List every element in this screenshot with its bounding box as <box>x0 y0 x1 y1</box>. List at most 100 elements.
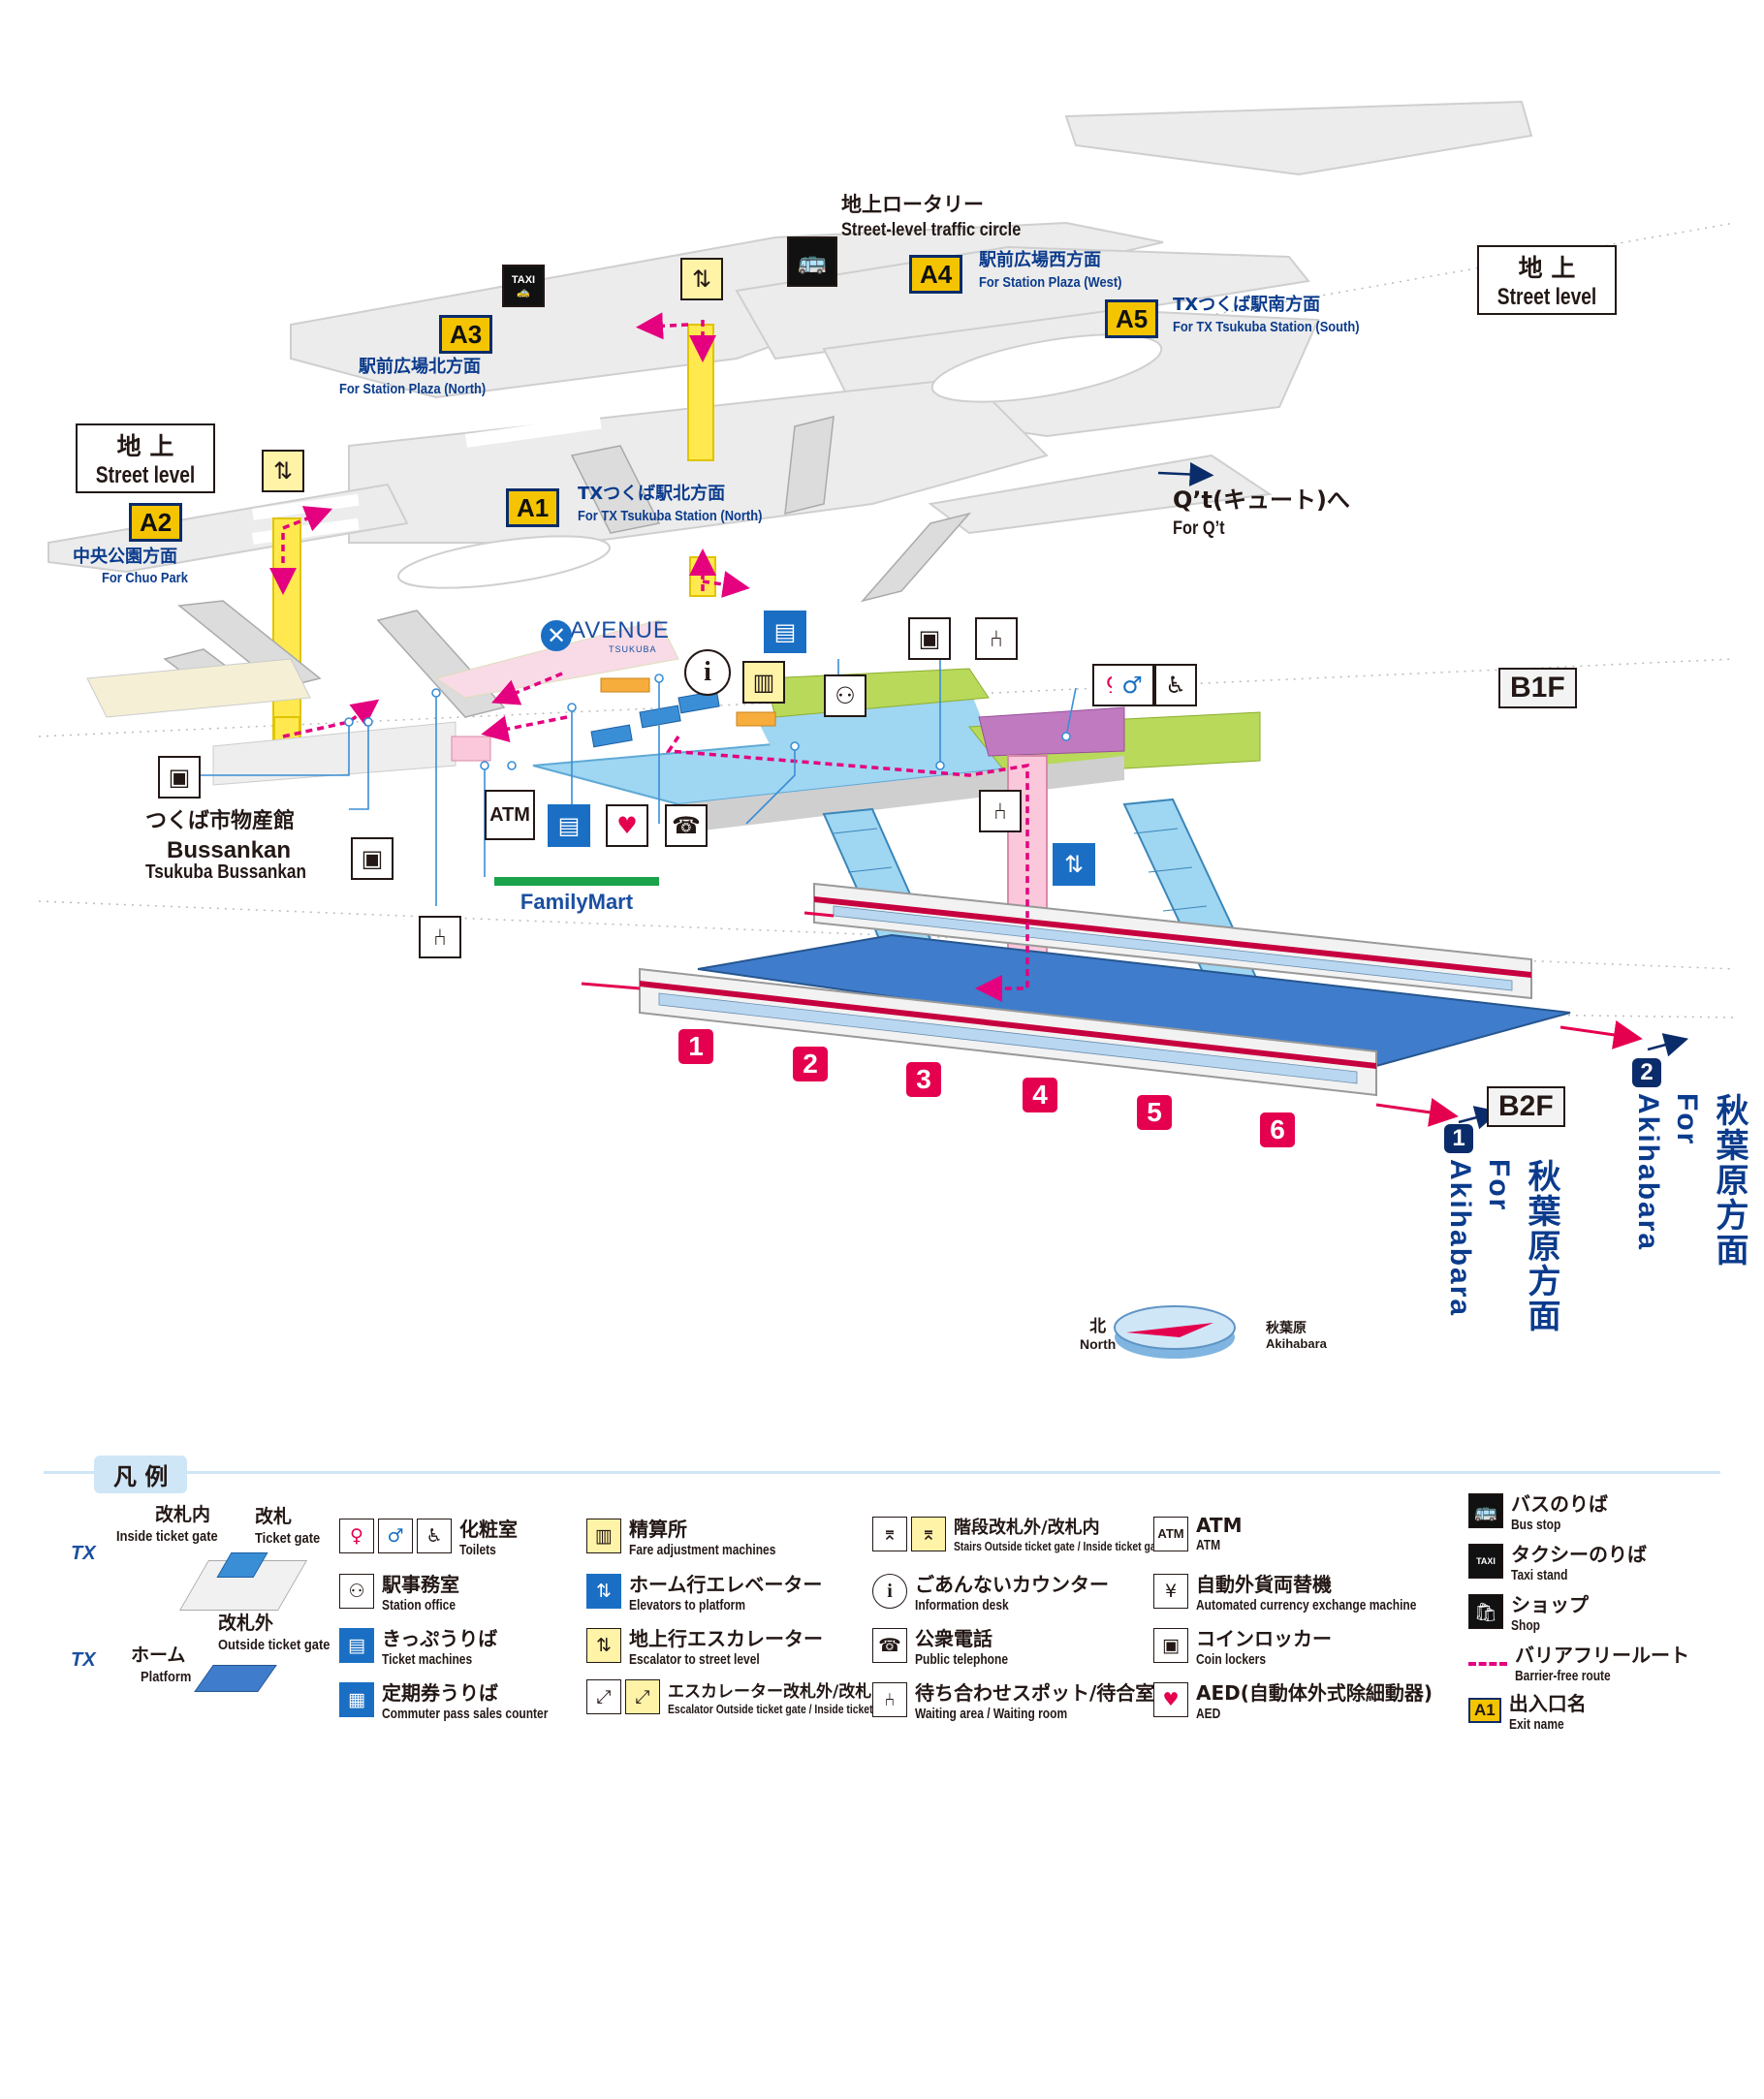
legend-atm-en: ATM <box>1196 1537 1221 1553</box>
exit-a5-badge[interactable]: A5 <box>1105 299 1159 338</box>
legend-gate-out-jp: 改札外 <box>218 1613 274 1634</box>
legend-exit-en: Exit name <box>1508 1716 1564 1733</box>
legend-stairs-en: Stairs Outside ticket gate / Inside tick… <box>954 1539 1165 1553</box>
rotary-label-en: Street-level traffic circle <box>841 220 1022 240</box>
legend-accessible-icon: ♿ <box>417 1519 452 1553</box>
platform-2-number: 2 <box>1632 1058 1661 1087</box>
legend-bus-icon: 🚌 <box>1468 1493 1503 1528</box>
legend-toilets-en: Toilets <box>459 1542 496 1558</box>
legend-phone-jp: 公衆電話 <box>915 1627 992 1650</box>
legend-tx-logo-2: TX <box>71 1649 96 1671</box>
legend-exit-badge: A1 <box>1468 1698 1501 1723</box>
legend-title: 凡 例 <box>94 1456 188 1493</box>
platform-1-en: For Akihabara <box>1444 1159 1515 1318</box>
legend-stairs-in-icon: ⌆ <box>911 1516 946 1551</box>
car-number-6: 6 <box>1260 1112 1295 1147</box>
exit-a1-jp: TXつくば駅北方面 <box>578 484 726 504</box>
legend-atm-icon: ATM <box>1153 1516 1188 1551</box>
level-guides <box>38 222 1736 1018</box>
legend-platform-jp: ホーム <box>131 1645 186 1666</box>
legend-gate-en: Ticket gate <box>255 1530 321 1547</box>
car-number-1: 1 <box>678 1029 713 1064</box>
exit-a1-badge[interactable]: A1 <box>506 488 560 527</box>
b1f-tag: B1F <box>1498 668 1577 708</box>
coin-locker-icon-left: ▣ <box>351 837 394 880</box>
exit-a5-en: For TX Tsukuba Station (South) <box>1173 319 1360 335</box>
waiting-area-icon-left: ⑃ <box>419 916 461 958</box>
elevator-to-platform-icon: ⇅ <box>1053 843 1095 886</box>
map-illustration <box>38 100 1736 1359</box>
qt-label-jp: Q’t(キュート)へ <box>1173 486 1350 514</box>
exit-a3-badge[interactable]: A3 <box>439 315 493 354</box>
legend-info-jp: ごあんないカウンター <box>915 1573 1109 1596</box>
car-number-5: 5 <box>1137 1095 1172 1130</box>
legend-fare-adjust-icon: ▥ <box>586 1519 621 1553</box>
legend-taxi-jp: タクシーのりば <box>1511 1543 1647 1566</box>
avenue-logo: AVENUE TSUKUBA <box>570 617 670 654</box>
bussankan-en2: Tsukuba Bussankan <box>145 862 307 883</box>
legend-elevator-jp: ホーム行エレベーター <box>629 1573 823 1596</box>
familymart-label: FamilyMart <box>520 890 634 914</box>
legend-fare-en: Fare adjustment machines <box>629 1542 776 1558</box>
legend-aed-en: AED <box>1196 1706 1221 1722</box>
legend-escalator-in-icon: ⤢ <box>625 1679 660 1714</box>
exit-a2-en: For Chuo Park <box>102 570 188 586</box>
taxi-icon: TAXI🚕 <box>502 265 545 307</box>
legend-aed-jp: AED(自動体外式除細動器) <box>1196 1681 1433 1705</box>
legend-barrier-free-swatch <box>1468 1662 1507 1666</box>
legend-rule <box>44 1471 1720 1474</box>
legend-escalator-street-icon: ⇅ <box>586 1628 621 1663</box>
exit-a4-jp: 駅前広場西方面 <box>979 250 1101 270</box>
legend-waiting-jp: 待ち合わせスポット/待合室 <box>915 1681 1155 1705</box>
legend-shop-icon: 🛍 <box>1468 1594 1503 1629</box>
legend-fare-jp: 精算所 <box>629 1518 687 1541</box>
legend-telephone-icon: ☎ <box>872 1628 907 1663</box>
legend-bus-en: Bus stop <box>1511 1517 1561 1533</box>
legend-esc-en: Escalator Outside ticket gate / Inside t… <box>668 1702 897 1716</box>
legend-currency-en: Automated currency exchange machine <box>1196 1597 1417 1613</box>
legend-shop-jp: ショップ <box>1511 1593 1589 1616</box>
taxi-icon-label: TAXI <box>511 273 536 286</box>
platform-2-en: For Akihabara <box>1632 1093 1703 1252</box>
compass-akiba-en: Akihabara <box>1266 1335 1327 1351</box>
platform-1-number: 1 <box>1444 1124 1473 1153</box>
legend-locker-jp: コインロッカー <box>1196 1627 1332 1650</box>
coin-locker-icon-center: ▣ <box>908 617 951 660</box>
legend-toilets-jp: 化粧室 <box>459 1518 518 1541</box>
legend-platform-en: Platform <box>141 1669 192 1685</box>
legend-esc-street-jp: 地上行エスカレーター <box>629 1627 823 1650</box>
legend-elevator-icon: ⇅ <box>586 1574 621 1609</box>
legend-phone-en: Public telephone <box>915 1651 1009 1668</box>
legend-gate-in-en: Inside ticket gate <box>116 1528 218 1545</box>
escalator-up-icon-a3: ⇅ <box>680 258 723 300</box>
legend-platform-swatch <box>194 1665 277 1692</box>
aed-icon: ♥ <box>606 804 648 847</box>
bus-stop-icon: 🚌 <box>787 236 837 287</box>
legend-info-icon: i <box>872 1574 907 1609</box>
coin-locker-icon-bussankan: ▣ <box>158 756 201 799</box>
compass-akihabara: 秋葉原 Akihabara <box>1266 1322 1327 1351</box>
exit-a4-badge[interactable]: A4 <box>909 255 963 294</box>
compass-akiba-jp: 秋葉原 <box>1266 1321 1307 1336</box>
legend-stairs-out-icon: ⌆ <box>872 1516 907 1551</box>
exit-a2-badge[interactable]: A2 <box>129 503 183 542</box>
escalator-up-icon-a2: ⇅ <box>262 450 304 492</box>
familymart-sign: FamilyMart <box>494 877 659 915</box>
legend-office-jp: 駅事務室 <box>382 1573 459 1596</box>
legend-waiting-icon: ⑃ <box>872 1682 907 1717</box>
legend-tx-logo-1: TX <box>71 1543 96 1564</box>
